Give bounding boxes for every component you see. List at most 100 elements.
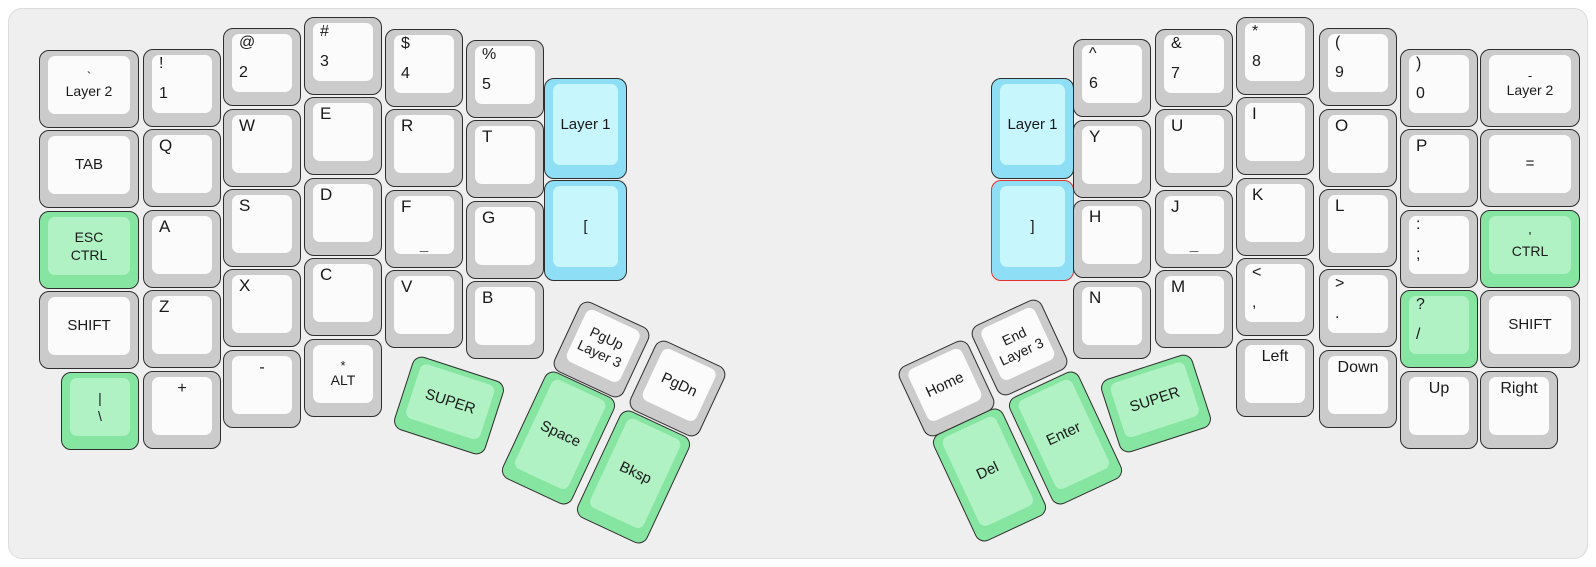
key-t[interactable]: T xyxy=(466,120,544,198)
key-lbracket[interactable]: [ xyxy=(544,180,627,281)
key-label: * xyxy=(340,357,346,373)
key-f[interactable]: F_ xyxy=(385,190,463,268)
key-label: Up xyxy=(1428,380,1450,397)
key-q[interactable]: Q xyxy=(143,129,221,207)
key-semicolon[interactable]: :; xyxy=(1400,210,1478,288)
key-o[interactable]: O xyxy=(1319,109,1397,187)
keycap-face: O xyxy=(1328,115,1388,173)
key-v[interactable]: V xyxy=(385,270,463,348)
key-y[interactable]: Y xyxy=(1073,120,1151,198)
key-d[interactable]: D xyxy=(304,178,382,256)
keycap-face: SHIFT xyxy=(48,297,130,355)
keycap-face: A xyxy=(152,216,212,274)
key-8[interactable]: *8 xyxy=(1236,17,1314,95)
key-plus[interactable]: + xyxy=(143,371,221,449)
key-slash[interactable]: ?/ xyxy=(1400,290,1478,368)
key-label: : xyxy=(1416,216,1421,233)
key-r[interactable]: R xyxy=(385,109,463,187)
keycap-face: #3 xyxy=(313,23,373,81)
key-s[interactable]: S xyxy=(223,189,301,267)
key-i[interactable]: I xyxy=(1236,97,1314,175)
keycap-face: G xyxy=(475,207,535,265)
keycap-face: L xyxy=(1328,195,1388,253)
key-label: SUPER xyxy=(1127,383,1182,416)
key-b[interactable]: B xyxy=(466,281,544,359)
key-label: > xyxy=(1335,275,1345,292)
key-arrow-right[interactable]: Right xyxy=(1480,371,1558,449)
keycap-face: $4 xyxy=(394,35,454,93)
key-super-right[interactable]: SUPER xyxy=(1098,351,1214,455)
key-label: SHIFT xyxy=(1508,316,1552,334)
key-tab[interactable]: TAB xyxy=(39,130,139,208)
key-4[interactable]: $4 xyxy=(385,29,463,107)
key-super-left[interactable]: SUPER xyxy=(391,353,507,457)
key-shift-left[interactable]: SHIFT xyxy=(39,291,139,369)
key-e[interactable]: E xyxy=(304,97,382,175)
key-label: - xyxy=(1527,67,1533,83)
key-x[interactable]: X xyxy=(223,269,301,347)
keycap-face: K xyxy=(1245,184,1305,242)
keycap-face: N xyxy=(1082,287,1142,345)
key-1[interactable]: !1 xyxy=(143,49,221,127)
keycap-face: %5 xyxy=(475,46,535,104)
key-label: P xyxy=(1416,136,1428,155)
key-6[interactable]: ^6 xyxy=(1073,39,1151,117)
key-dash-layer2[interactable]: -Layer 2 xyxy=(1480,49,1580,127)
key-period[interactable]: >. xyxy=(1319,269,1397,347)
key-arrow-left[interactable]: Left xyxy=(1236,339,1314,417)
key-arrow-down[interactable]: Down xyxy=(1319,350,1397,428)
keycap-face: Layer 1 xyxy=(553,84,618,165)
key-z[interactable]: Z xyxy=(143,290,221,368)
key-j[interactable]: J_ xyxy=(1155,190,1233,268)
key-m[interactable]: M xyxy=(1155,270,1233,348)
keycap-face: SUPER xyxy=(1108,360,1201,439)
keycap-face: W xyxy=(232,115,292,173)
key-backtick-layer2[interactable]: `Layer 2 xyxy=(39,50,139,128)
key-label: ` xyxy=(86,68,92,84)
key-5[interactable]: %5 xyxy=(466,40,544,118)
keycap-face: SHIFT xyxy=(1489,296,1571,354)
key-layer1-right[interactable]: Layer 1 xyxy=(991,78,1074,179)
key-g[interactable]: G xyxy=(466,201,544,279)
key-pipe-backslash[interactable]: |\ xyxy=(61,372,139,450)
key-h[interactable]: H xyxy=(1073,200,1151,278)
key-3[interactable]: #3 xyxy=(304,17,382,95)
key-a[interactable]: A xyxy=(143,210,221,288)
key-label: ] xyxy=(1030,217,1035,235)
key-u[interactable]: U xyxy=(1155,109,1233,187)
keycap-face: Down xyxy=(1328,356,1388,414)
keycap-face: )0 xyxy=(1409,55,1469,113)
key-2[interactable]: @2 xyxy=(223,28,301,106)
key-7[interactable]: &7 xyxy=(1155,29,1233,107)
key-equals[interactable]: = xyxy=(1480,129,1580,207)
key-k[interactable]: K xyxy=(1236,178,1314,256)
key-label: ; xyxy=(1416,246,1421,264)
keycap-face: F_ xyxy=(394,196,454,254)
key-label: I xyxy=(1252,104,1257,123)
key-label: # xyxy=(320,23,329,40)
key-label: + xyxy=(177,380,187,397)
key-l[interactable]: L xyxy=(1319,189,1397,267)
key-9[interactable]: (9 xyxy=(1319,28,1397,106)
key-comma[interactable]: <, xyxy=(1236,258,1314,336)
key-c[interactable]: C xyxy=(304,258,382,336)
key-shift-right[interactable]: SHIFT xyxy=(1480,290,1580,368)
key-minus[interactable]: - xyxy=(223,350,301,428)
key-quote-ctrl[interactable]: 'CTRL xyxy=(1480,210,1580,288)
key-arrow-up[interactable]: Up xyxy=(1400,371,1478,449)
key-layer1-left[interactable]: Layer 1 xyxy=(544,78,627,179)
key-label: G xyxy=(482,208,496,227)
keycap-face: H xyxy=(1082,206,1142,264)
key-label: Right xyxy=(1500,380,1538,397)
key-n[interactable]: N xyxy=(1073,281,1151,359)
keycap-face: R xyxy=(394,115,454,173)
key-w[interactable]: W xyxy=(223,109,301,187)
key-0[interactable]: )0 xyxy=(1400,49,1478,127)
key-p[interactable]: P xyxy=(1400,129,1478,207)
key-label: SHIFT xyxy=(67,317,111,335)
keycap-face: *ALT xyxy=(313,345,373,403)
key-star-alt[interactable]: *ALT xyxy=(304,339,382,417)
key-label: Del xyxy=(973,458,1002,484)
key-rbracket[interactable]: ] xyxy=(991,180,1074,281)
